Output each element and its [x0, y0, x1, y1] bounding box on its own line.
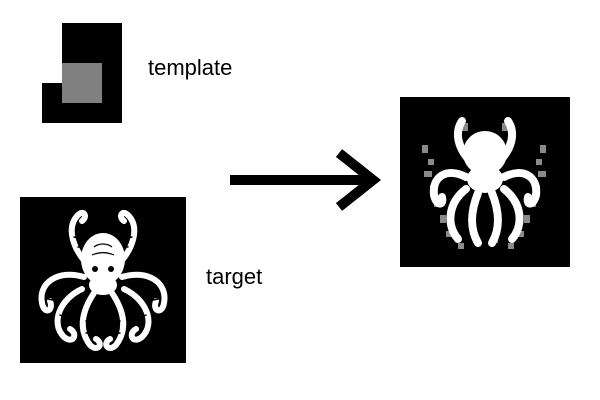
octopus-match-result	[400, 97, 570, 267]
result-image	[400, 97, 570, 267]
template-patch-icon	[42, 23, 122, 123]
target-image	[20, 197, 186, 363]
template-gray-square	[62, 63, 102, 103]
template-label: template	[148, 55, 233, 80]
target-label: target	[206, 264, 263, 289]
octopus-illustration	[20, 197, 186, 363]
right-arrow-icon	[225, 147, 385, 213]
